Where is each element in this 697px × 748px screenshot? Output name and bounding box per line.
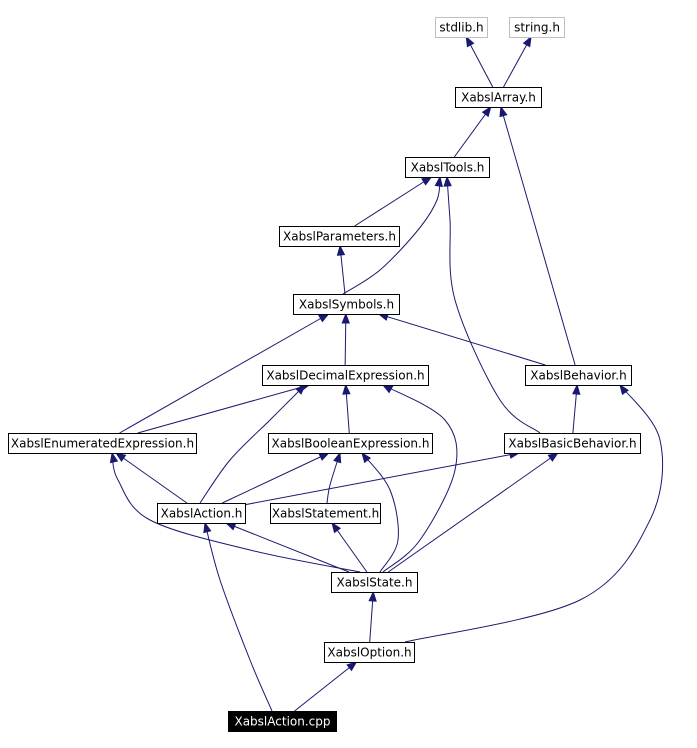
edge-basic-to-tools	[446, 176, 541, 434]
arrowhead-behavior	[619, 383, 630, 396]
arrowhead-enumerated	[109, 451, 119, 464]
node-symbols[interactable]: XabslSymbols.h	[293, 294, 400, 315]
node-box	[268, 433, 433, 454]
node-tools[interactable]: XabslTools.h	[405, 157, 490, 178]
arrowhead-state	[368, 590, 377, 602]
node-box	[270, 503, 381, 524]
arrowhead-tools	[434, 175, 443, 187]
arrowhead-array	[499, 105, 508, 118]
arrowhead-array	[481, 105, 492, 118]
node-decimal[interactable]: XabslDecimalExpression.h	[262, 365, 429, 386]
node-boolean[interactable]: XabslBooleanExpression.h	[268, 433, 433, 454]
edge-action_h-to-enumerated	[115, 452, 188, 504]
edge-symbols-to-tools	[342, 176, 441, 295]
edge-option-to-behavior	[404, 384, 664, 643]
node-label: XabslSymbols.h	[299, 298, 394, 312]
node-params[interactable]: XabslParameters.h	[279, 226, 400, 247]
arrowhead-action_h	[203, 521, 212, 534]
arrowhead-statement	[331, 521, 342, 534]
edge-enumerated-to-decimal	[137, 384, 310, 434]
node-label: XabslTools.h	[411, 161, 485, 175]
node-box	[504, 433, 641, 454]
node-string: string.h	[509, 17, 565, 38]
arrowhead-boolean	[333, 451, 342, 464]
node-box	[293, 294, 400, 315]
arrowhead-params	[336, 244, 346, 256]
edge-state-to-basic	[387, 452, 559, 573]
node-label: string.h	[514, 21, 560, 35]
node-label: XabslParameters.h	[283, 230, 396, 244]
node-enumerated[interactable]: XabslEnumeratedExpression.h	[8, 433, 197, 454]
edge-state-to-decimal	[382, 384, 458, 573]
node-box	[8, 433, 197, 454]
node-box	[525, 365, 632, 386]
node-array[interactable]: XabslArray.h	[455, 87, 542, 108]
node-box	[324, 642, 415, 663]
edge-enumerated-to-symbols	[119, 313, 329, 434]
edge-action_h-to-basic	[244, 452, 520, 506]
node-label: XabslAction.h	[161, 507, 243, 521]
node-behavior[interactable]: XabslBehavior.h	[525, 365, 632, 386]
node-box	[331, 572, 418, 593]
arrowhead-tools	[421, 176, 433, 186]
arrowhead-string	[522, 35, 532, 48]
node-label: XabslArray.h	[461, 91, 536, 105]
node-label: stdlib.h	[439, 21, 483, 35]
node-label: XabslEnumeratedExpression.h	[11, 437, 194, 451]
arrowhead-symbols	[318, 313, 330, 323]
node-label: XabslBooleanExpression.h	[272, 437, 430, 451]
node-action-cpp[interactable]: XabslAction.cpp	[228, 711, 337, 732]
arrowhead-tools	[443, 175, 452, 187]
node-box	[157, 503, 246, 524]
edge-action_cpp-to-option	[294, 661, 357, 712]
arrowhead-boolean	[318, 452, 330, 461]
edge-behavior-to-array	[500, 106, 576, 366]
edge-action_cpp-to-action_h	[204, 522, 273, 712]
edge-array-to-string	[503, 36, 532, 88]
node-box	[455, 87, 542, 108]
node-basic[interactable]: XabslBasicBehavior.h	[504, 433, 641, 454]
edge-behavior-to-symbols	[378, 313, 546, 366]
arrowhead-symbols	[341, 312, 350, 324]
node-action-h[interactable]: XabslAction.h	[157, 503, 246, 524]
node-label: XabslDecimalExpression.h	[266, 369, 424, 383]
arrowhead-behavior	[572, 383, 581, 395]
arrowhead-decimal	[295, 384, 306, 395]
edge-action_h-to-decimal	[199, 384, 306, 504]
arrowhead-decimal	[342, 383, 351, 395]
edge-params-to-tools	[354, 176, 432, 227]
node-label: XabslOption.h	[327, 646, 411, 660]
arrowhead-basic	[547, 452, 559, 462]
node-label: XabslAction.cpp	[234, 715, 330, 729]
node-label: XabslBasicBehavior.h	[508, 437, 636, 451]
edge-action_h-to-boolean	[222, 452, 329, 504]
node-label: XabslState.h	[337, 576, 413, 590]
edge-state-to-enumerated	[111, 452, 361, 573]
node-box	[228, 711, 337, 732]
node-stdlib: stdlib.h	[435, 17, 488, 38]
edges-layer	[109, 35, 664, 712]
arrowhead-boolean	[361, 451, 372, 464]
node-box	[279, 226, 400, 247]
node-option[interactable]: XabslOption.h	[324, 642, 415, 663]
node-label: XabslBehavior.h	[530, 369, 626, 383]
node-box	[435, 17, 488, 38]
edge-state-to-boolean	[361, 452, 399, 573]
arrowhead-option	[346, 661, 358, 672]
nodes-layer: stdlib.h string.hXabslArray.hXabslTools.h…	[8, 17, 641, 732]
node-box	[262, 365, 429, 386]
edge-state-to-action_h	[225, 522, 350, 573]
arrowhead-enumerated	[115, 452, 127, 462]
node-box	[509, 17, 565, 38]
node-box	[405, 157, 490, 178]
edge-state-to-statement	[331, 522, 368, 573]
node-statement[interactable]: XabslStatement.h	[270, 503, 381, 524]
arrowhead-decimal	[381, 384, 394, 394]
edge-tools-to-array	[453, 106, 492, 158]
node-state[interactable]: XabslState.h	[331, 572, 418, 593]
node-label: XabslStatement.h	[272, 507, 379, 521]
arrowhead-stdlib	[465, 35, 475, 48]
